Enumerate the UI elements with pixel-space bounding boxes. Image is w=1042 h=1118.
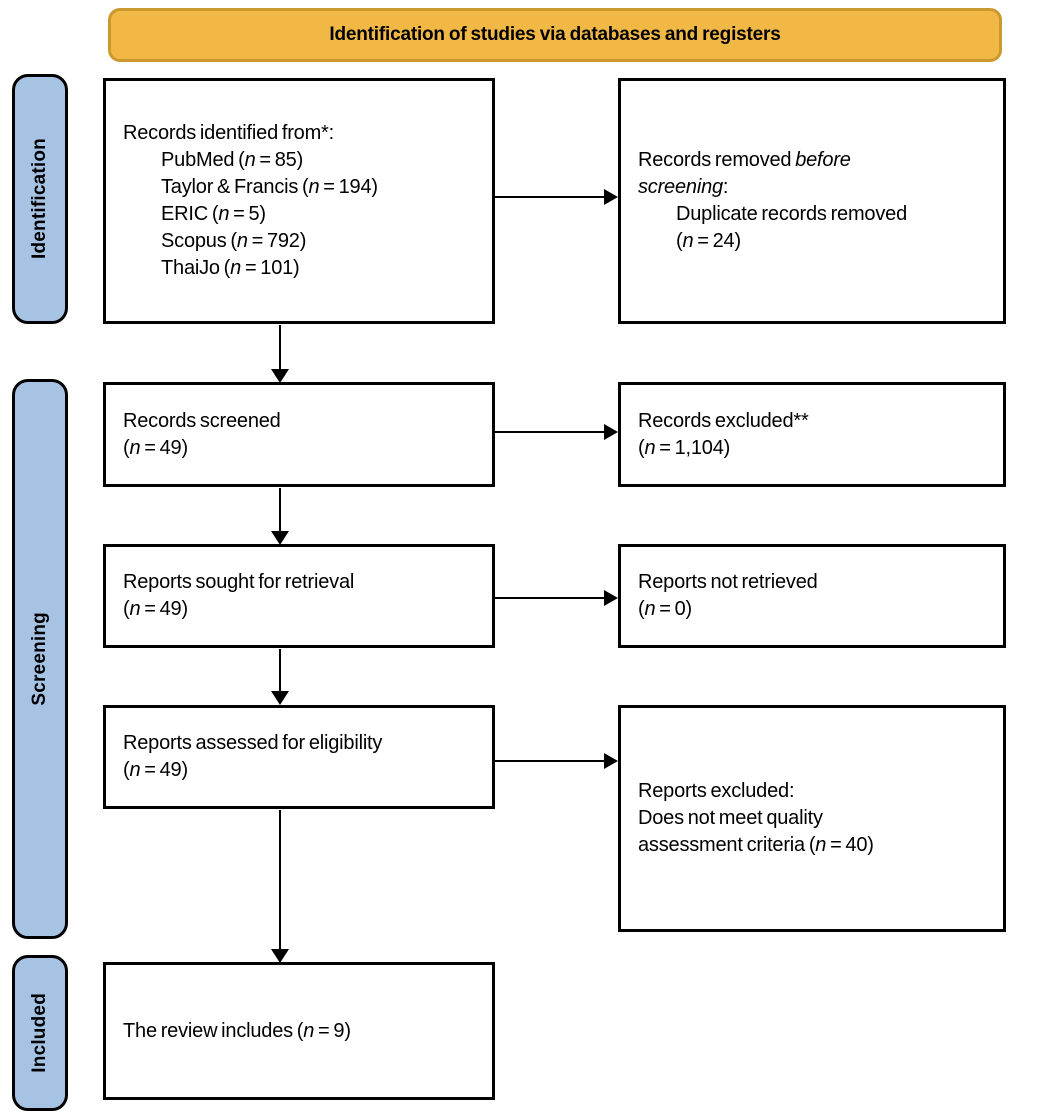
arrow-down-assessed-to-included-icon [271,810,289,963]
banner-title: Identification of studies via databases … [329,24,781,45]
arrow-right-screened-to-excluded-icon [495,424,618,440]
stage-label-identification-text: Identification [29,138,50,260]
box-records-excluded: Records excluded**(n = 1,104) [618,382,1006,487]
stage-label-screening-text: Screening [29,612,50,706]
stage-label-screening: Screening [12,379,68,939]
arrow-right-identified-to-removed-icon [495,189,618,205]
box-review-includes: The review includes (n = 9) [103,962,495,1100]
box-records-identified: Records identified from*:PubMed (n = 85)… [103,78,495,324]
arrow-down-screened-to-sought-icon [271,488,289,545]
stage-label-included: Included [12,955,68,1111]
arrow-right-sought-to-not-retrieved-icon [495,590,618,606]
stage-label-identification: Identification [12,74,68,324]
arrow-down-sought-to-assessed-icon [271,649,289,705]
banner-identification-via-databases: Identification of studies via databases … [108,8,1002,62]
box-records-screened: Records screened(n = 49) [103,382,495,487]
stage-label-included-text: Included [29,993,50,1073]
box-reports-sought-for-retrieval: Reports sought for retrieval(n = 49) [103,544,495,648]
arrow-down-identified-to-screened-icon [271,325,289,383]
arrow-right-assessed-to-excluded-icon [495,753,618,769]
box-reports-assessed-for-eligibility: Reports assessed for eligibility(n = 49) [103,705,495,809]
box-reports-not-retrieved: Reports not retrieved(n = 0) [618,544,1006,648]
